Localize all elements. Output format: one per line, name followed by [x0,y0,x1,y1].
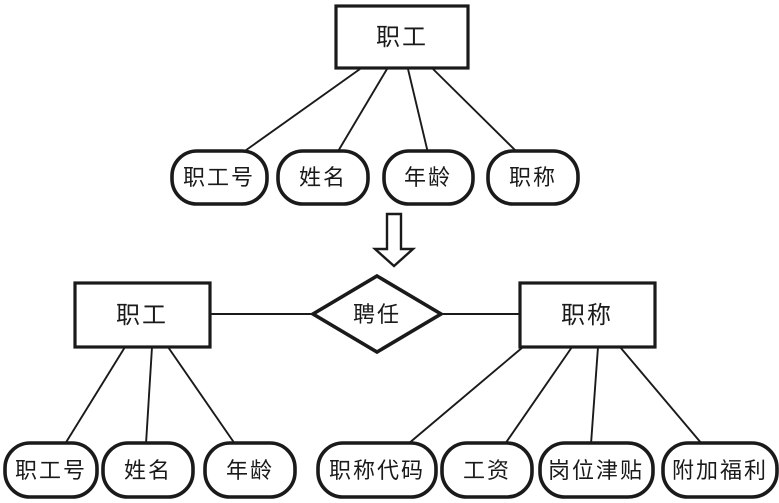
attribute-shape [170,149,269,206]
attribute-node: 姓名 [101,441,195,499]
entity-node-top-employee: 职工 [334,4,470,70]
attribute-node: 年龄 [382,149,475,206]
connector-line [590,346,599,445]
relationship-node-appointment: 聘任 [309,273,445,355]
connector-line [407,346,524,445]
transform-down-arrow-icon [371,212,417,268]
attribute-shape [101,441,195,499]
attribute-shape [661,441,779,499]
connector-line [619,346,703,445]
bottom-er-diagram: 职工 聘任 职称 职工号 姓名 年龄 [3,273,779,499]
entity-box [518,281,657,349]
relationship-label: 聘任 [353,302,401,327]
attribute-label: 年龄 [404,165,452,190]
attribute-node: 职工号 [170,149,269,206]
attribute-label: 年龄 [226,458,274,483]
attribute-node: 岗位津贴 [538,441,655,499]
connector-line [336,68,388,154]
entity-node-title: 职称 [518,281,657,349]
attribute-label: 职称代码 [329,458,425,483]
connector-line [504,346,573,445]
entity-box [73,281,212,349]
attribute-node: 工资 [440,441,534,499]
attribute-label: 姓名 [299,165,347,190]
attribute-node: 附加福利 [661,441,779,499]
attribute-shape [276,149,370,206]
attribute-label: 工资 [463,458,511,483]
connector-line [241,68,361,154]
attribute-label: 职工号 [15,458,87,483]
attribute-label: 岗位津贴 [548,458,644,483]
attribute-shape [316,441,438,499]
attribute-node: 年龄 [203,441,297,499]
connector-line [145,346,153,445]
relationship-diamond [309,273,445,355]
entity-box [334,4,470,70]
connector-line [432,68,519,154]
connector-line [64,346,126,445]
entity-label: 职工 [116,303,168,329]
entity-node-employee: 职工 [73,281,212,349]
attribute-label: 职称 [509,165,557,190]
attribute-node: 职称代码 [316,441,438,499]
attribute-shape [3,441,99,499]
attribute-shape [382,149,475,206]
attribute-shape [538,441,655,499]
attribute-shape [440,441,534,499]
attribute-node: 职称 [486,149,580,206]
attribute-label: 附加福利 [672,458,768,483]
attribute-node: 姓名 [276,149,370,206]
entity-label: 职称 [561,302,613,329]
attribute-node: 职工号 [3,441,99,499]
top-er-diagram: 职工 职工号 姓名 年龄 职称 [170,4,580,206]
attribute-shape [486,149,580,206]
connector-line [167,346,236,445]
connector-line [407,68,429,154]
entity-label: 职工 [376,25,428,51]
attribute-label: 姓名 [124,458,172,483]
attribute-shape [203,441,297,499]
attribute-label: 职工号 [183,165,255,190]
